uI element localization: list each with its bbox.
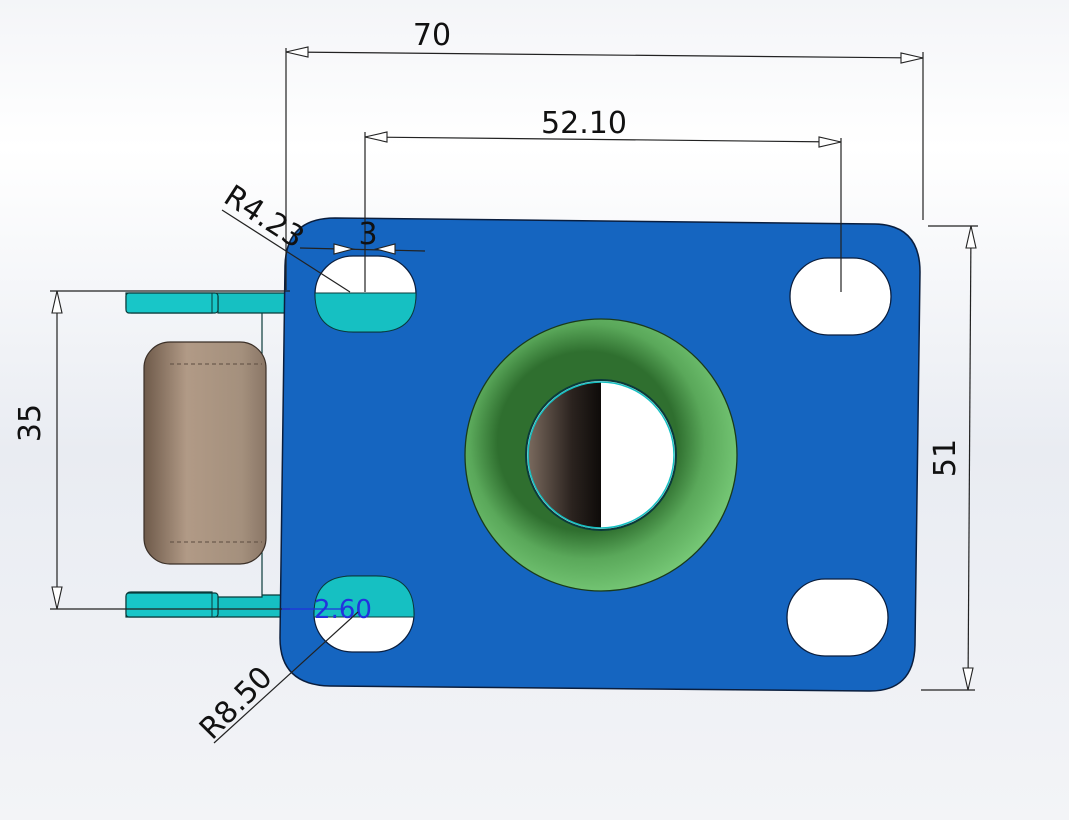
caster-bracket[interactable] [125, 292, 291, 618]
slot-top-left[interactable] [314, 255, 417, 333]
dimension-label-r4-23[interactable]: R4.23 [218, 179, 311, 256]
dimension-active-edit[interactable]: 2.60 [282, 595, 372, 625]
bracket-top-lug[interactable] [125, 292, 219, 314]
slot-bottom-right[interactable] [786, 578, 889, 657]
dimension-label-2-60[interactable]: 2.60 [314, 595, 372, 625]
dimension-hole-spacing[interactable]: 52.10 [364, 106, 842, 292]
slot-bottom-left[interactable] [313, 575, 415, 653]
dimension-slot-offset[interactable]: 3 [299, 217, 426, 255]
center-bearing-ring[interactable] [464, 318, 738, 592]
dimension-label-52-10[interactable]: 52.10 [541, 106, 627, 141]
dimension-label-r8-50[interactable]: R8.50 [193, 660, 280, 747]
dimension-label-70[interactable]: 70 [413, 18, 451, 53]
dimension-label-51[interactable]: 51 [928, 439, 963, 477]
dimension-bracket-height[interactable]: 35 [13, 290, 290, 610]
dimension-label-3[interactable]: 3 [358, 217, 377, 252]
dimension-label-35[interactable]: 35 [13, 404, 48, 442]
dimension-overall-width[interactable]: 70 [285, 18, 924, 290]
caster-wheel[interactable] [143, 341, 267, 565]
bracket-bottom-lug[interactable] [125, 592, 219, 618]
dimension-overall-height[interactable]: 51 [921, 225, 978, 691]
